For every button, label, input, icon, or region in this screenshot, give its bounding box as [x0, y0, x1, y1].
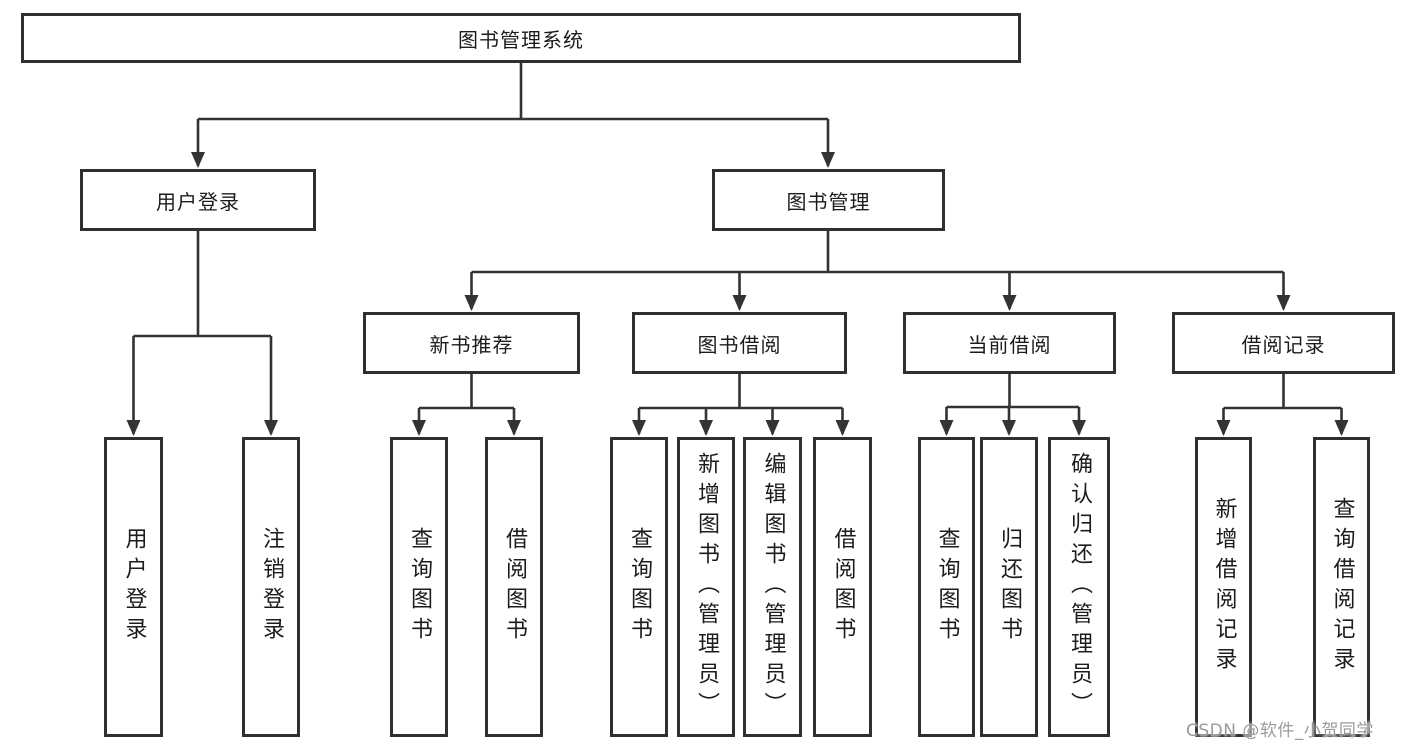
leaf-label: 新增借阅记录 [1211, 497, 1237, 677]
leaf-query-book-current: 查询图书 [918, 437, 975, 737]
leaf-label: 注销登录 [259, 527, 284, 647]
node-label: 借阅记录 [1241, 332, 1326, 357]
leaf-label: 查询借阅记录 [1329, 497, 1355, 677]
node-new-book-recommend: 新书推荐 [363, 312, 580, 374]
leaf-confirm-return-admin: 确认归还（管理员） [1048, 437, 1110, 737]
leaf-label: 归还图书 [997, 527, 1022, 647]
leaf-edit-book-admin: 编辑图书（管理员） [743, 437, 802, 737]
leaf-borrow-book: 借阅图书 [813, 437, 872, 737]
leaf-label: 用户登录 [121, 527, 147, 647]
leaf-label: 确认归还（管理员） [1067, 452, 1092, 722]
node-book-management: 图书管理 [712, 169, 945, 231]
csdn-watermark: CSDN @软件_小贺同学 [1186, 721, 1374, 741]
node-label: 图书借阅 [697, 332, 782, 357]
leaf-return-book: 归还图书 [980, 437, 1038, 737]
leaf-logout: 注销登录 [242, 437, 300, 737]
leaf-borrow-book-recommend: 借阅图书 [485, 437, 543, 737]
leaf-query-book-borrow: 查询图书 [610, 437, 668, 737]
node-label: 图书管理系统 [458, 27, 584, 52]
leaf-add-borrow-record: 新增借阅记录 [1195, 437, 1252, 737]
node-label: 用户登录 [156, 189, 240, 214]
node-label: 图书管理 [786, 189, 871, 214]
leaf-query-borrow-record: 查询借阅记录 [1313, 437, 1370, 737]
leaf-label: 新增图书（管理员） [694, 452, 719, 722]
leaf-label: 借阅图书 [502, 527, 527, 647]
leaf-query-book-recommend: 查询图书 [390, 437, 448, 737]
leaf-label: 查询图书 [407, 527, 432, 647]
leaf-user-login: 用户登录 [104, 437, 163, 737]
node-user-login: 用户登录 [80, 169, 316, 231]
node-current-borrow: 当前借阅 [903, 312, 1116, 374]
node-root-system: 图书管理系统 [21, 13, 1021, 63]
leaf-label: 查询图书 [934, 527, 960, 647]
leaf-add-book-admin: 新增图书（管理员） [677, 437, 735, 737]
leaf-label: 编辑图书（管理员） [760, 452, 786, 722]
node-borrow-record: 借阅记录 [1172, 312, 1395, 374]
leaf-label: 查询图书 [627, 527, 652, 647]
node-book-borrow: 图书借阅 [632, 312, 847, 374]
node-label: 新书推荐 [429, 332, 514, 357]
node-label: 当前借阅 [967, 332, 1052, 357]
leaf-label: 借阅图书 [830, 527, 856, 647]
